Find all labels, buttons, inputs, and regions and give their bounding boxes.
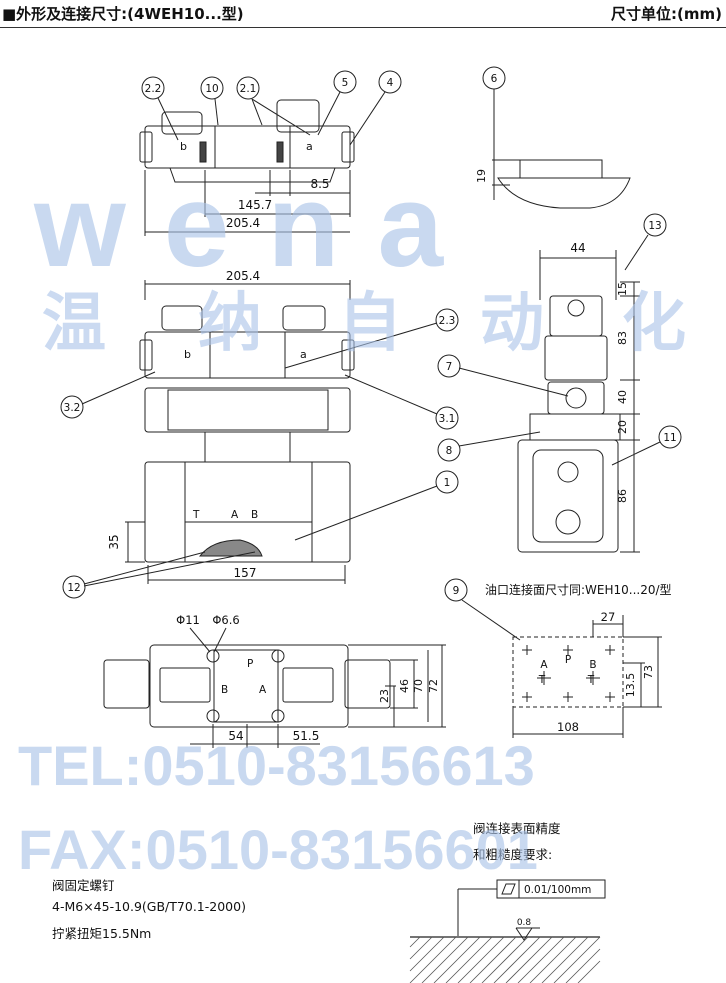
callout-13: 13 — [648, 220, 661, 232]
port-a-bottom: A — [259, 684, 267, 696]
callout-7: 7 — [446, 361, 453, 373]
side-top-view: 6 19 — [475, 66, 631, 209]
unit-label: 尺寸单位:(mm) — [611, 5, 722, 23]
dim-19: 19 — [475, 169, 488, 183]
callout-2-3: 2.3 — [439, 315, 456, 327]
dim-27: 27 — [601, 610, 616, 624]
dim-72: 72 — [427, 679, 440, 693]
callout-3-2: 3.2 — [64, 402, 81, 414]
screw-note-title: 阀固定螺钉 — [52, 878, 115, 893]
dim-83: 83 — [616, 331, 629, 345]
dim-13-5: 13.5 — [624, 673, 637, 698]
dim-205-4-top: 205.4 — [226, 216, 260, 230]
callout-10: 10 — [205, 83, 218, 95]
callout-1: 1 — [444, 477, 451, 489]
screw-spec: 4-M6×45-10.9(GB/T70.1-2000) — [52, 899, 246, 914]
watermark-cn-3: 自 — [338, 287, 402, 361]
flatness-value: 0.01/100mm — [524, 884, 591, 896]
hatch-pattern — [409, 936, 601, 983]
watermark-cn-1: 温 — [42, 287, 106, 361]
port-a-top: a — [306, 140, 313, 153]
dim-20: 20 — [616, 420, 629, 434]
callout-11: 11 — [663, 432, 676, 444]
dim-8-5: 8.5 — [310, 177, 329, 191]
callout-3-1: 3.1 — [439, 413, 456, 425]
callout-6: 6 — [491, 73, 498, 85]
dim-35: 35 — [107, 534, 121, 549]
watermark-brand: wena — [34, 160, 482, 292]
port-b-label-front: B — [251, 509, 258, 521]
watermark-cn-5: 化 — [622, 287, 686, 361]
callout-2-2: 2.2 — [145, 83, 162, 95]
iface-port-t2: T — [587, 674, 595, 686]
side-view: 44 13 15 83 40 20 86 — [437, 213, 682, 553]
dim-46: 46 — [398, 679, 411, 693]
dim-40: 40 — [616, 390, 629, 404]
iface-port-a: A — [540, 659, 548, 671]
callout-2-1: 2.1 — [240, 83, 257, 95]
header-rule — [0, 27, 726, 28]
surface-requirement: 阀连接表面精度 和粗糙度要求: 0.01/100mm 0.8 — [409, 821, 606, 983]
port-a-front: a — [300, 348, 307, 361]
port-b-bottom: B — [221, 684, 228, 696]
top-view: b a 2.2 10 2.1 5 4 8.5 — [139, 70, 402, 236]
dim-51-5: 51.5 — [293, 729, 320, 743]
screw-torque: 拧紧扭矩15.5Nm — [52, 926, 152, 941]
port-t-front: T — [192, 509, 200, 521]
dim-23: 23 — [378, 689, 391, 703]
watermark-tel: TEL:0510-83156613 — [18, 734, 535, 797]
dia-11: Φ11 — [176, 613, 200, 627]
callout-9: 9 — [453, 585, 460, 597]
bottom-view: Φ11 Φ6.6 P B A 54 51.5 — [103, 613, 446, 748]
surface-title-2: 和粗糙度要求: — [473, 847, 552, 862]
interface-pattern: 9 油口连接面尺寸同:WEH10...20/型 P A T B T — [444, 578, 672, 738]
dim-54: 54 — [228, 729, 243, 743]
watermark-fax: FAX:0510-83156601 — [18, 818, 538, 881]
dim-15: 15 — [616, 282, 629, 296]
roughness-value: 0.8 — [517, 918, 532, 928]
dim-108: 108 — [557, 720, 579, 734]
callout-5: 5 — [342, 77, 349, 89]
dim-70: 70 — [412, 679, 425, 693]
port-a-label-front: A — [231, 509, 239, 521]
port-b-front: b — [184, 348, 191, 361]
iface-port-p: P — [565, 654, 571, 666]
dim-157: 157 — [234, 566, 257, 580]
interface-caption: 油口连接面尺寸同:WEH10...20/型 — [485, 582, 672, 597]
port-b-top: b — [180, 140, 187, 153]
callout-8: 8 — [446, 445, 453, 457]
dim-86: 86 — [616, 489, 629, 503]
callout-4: 4 — [387, 77, 394, 89]
iface-port-t1: T — [538, 674, 546, 686]
dim-73: 73 — [642, 665, 655, 679]
front-view: 205.4 b a T A B 2.3 3.2 — [60, 269, 459, 599]
callout-12: 12 — [67, 582, 80, 594]
dim-44: 44 — [570, 241, 585, 255]
dim-145-7: 145.7 — [238, 198, 272, 212]
iface-port-b: B — [589, 659, 596, 671]
port-p-bottom: P — [247, 658, 253, 670]
page-title: ■外形及连接尺寸:(4WEH10...型) — [2, 5, 244, 23]
surface-title-1: 阀连接表面精度 — [473, 821, 561, 836]
watermark-cn-4: 动 — [480, 287, 544, 361]
watermark-cn-2: 纳 — [198, 287, 262, 361]
dia-6-6: Φ6.6 — [212, 613, 239, 627]
dim-205-4-front: 205.4 — [226, 269, 260, 283]
